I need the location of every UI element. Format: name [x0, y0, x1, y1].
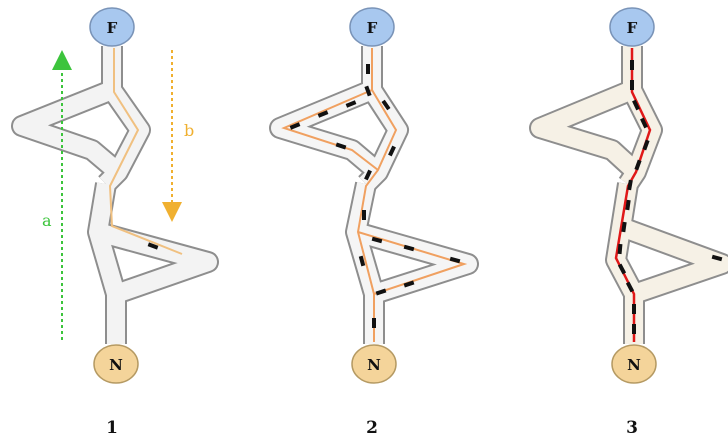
ant	[625, 199, 631, 211]
nest-node: N	[611, 344, 657, 384]
panel-number: 1	[106, 418, 118, 438]
ant	[627, 179, 633, 191]
nest-node-label: N	[109, 356, 123, 374]
ant	[403, 244, 415, 252]
road-network	[11, 46, 219, 344]
ant	[371, 236, 383, 244]
nest-node: N	[351, 344, 397, 384]
ant	[388, 145, 396, 157]
nest-node-label: N	[627, 356, 641, 374]
ant	[317, 110, 329, 118]
food-node: F	[349, 7, 395, 47]
ant	[364, 169, 372, 181]
food-node: F	[89, 7, 135, 47]
ant	[289, 122, 301, 130]
ant	[335, 142, 347, 150]
ant	[364, 85, 372, 97]
food-node-label: F	[107, 19, 118, 37]
pheromone-trail	[108, 48, 183, 255]
ants	[289, 64, 461, 328]
ant	[375, 288, 387, 296]
ant	[640, 117, 648, 129]
food-node: F	[609, 7, 655, 47]
ant	[632, 99, 640, 111]
ant	[711, 254, 723, 262]
ant	[147, 242, 159, 250]
ant	[630, 80, 634, 90]
panel-2: F N 2	[269, 7, 479, 438]
nest-node: N	[93, 344, 139, 384]
panel-3: F N 3	[529, 7, 728, 438]
panel-1: a b F N 1	[11, 7, 219, 438]
arrow-b-label: b	[184, 121, 194, 140]
ant	[617, 243, 623, 255]
ant	[634, 159, 642, 171]
ant	[381, 99, 391, 111]
panel-number: 2	[366, 418, 378, 438]
ant	[362, 210, 366, 220]
ant	[345, 100, 357, 108]
ant	[630, 60, 634, 70]
ant	[642, 139, 650, 151]
ant	[632, 324, 636, 334]
ant	[366, 64, 370, 74]
ant	[625, 281, 635, 293]
ants	[147, 242, 159, 250]
panel-number: 3	[626, 418, 638, 438]
arrow-a-label: a	[42, 211, 52, 230]
ant	[449, 256, 461, 264]
ant	[358, 255, 366, 267]
ants	[617, 60, 723, 334]
ant	[621, 221, 627, 233]
ant	[403, 280, 415, 288]
ant	[372, 318, 376, 328]
food-node-label: F	[627, 19, 638, 37]
ant	[632, 304, 636, 314]
ant	[617, 263, 627, 275]
food-node-label: F	[367, 19, 378, 37]
nest-node-label: N	[367, 356, 381, 374]
